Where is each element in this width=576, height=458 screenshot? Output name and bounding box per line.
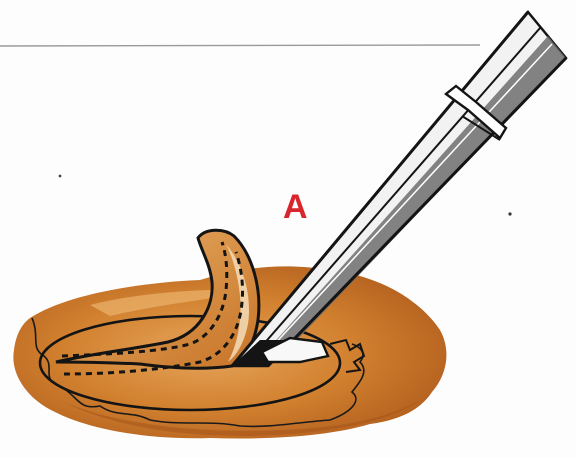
speck-2: [508, 212, 511, 215]
top-rule: [0, 45, 480, 46]
panel-label: A: [283, 190, 308, 224]
speck-1: [59, 175, 62, 178]
